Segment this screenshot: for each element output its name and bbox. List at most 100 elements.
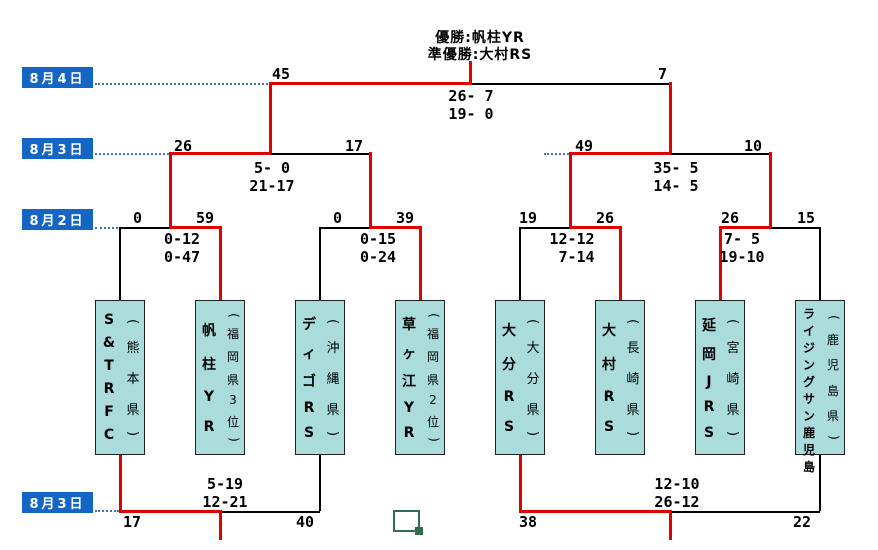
winner-path-line	[719, 226, 722, 300]
team-prefecture-char: 福	[226, 327, 239, 342]
team-name-char: S	[103, 312, 115, 328]
team-prefecture-char: 県	[426, 372, 439, 387]
team-name-char: ラ	[802, 307, 815, 321]
half-time-score: 7- 5	[723, 230, 761, 248]
team-name-char: サ	[802, 392, 815, 406]
winner-path-line	[569, 152, 671, 155]
selection-handle-icon[interactable]	[415, 527, 423, 535]
team-name-char: 分	[502, 357, 516, 374]
total-score: 26	[174, 137, 193, 155]
team-path-line	[519, 227, 521, 300]
total-score: 40	[296, 513, 315, 531]
selection-rectangle-artifact[interactable]	[393, 510, 420, 532]
team-name-char: ン	[802, 358, 815, 372]
team-name-char: 鹿	[802, 426, 815, 440]
vertical-paren: (	[826, 315, 841, 321]
team-prefecture-vertical: (長崎県)	[622, 301, 644, 454]
winner-path-line	[519, 455, 522, 513]
vertical-paren: (	[125, 318, 141, 324]
team-prefecture-char: 崎	[726, 371, 740, 387]
team-name-char: S	[503, 419, 515, 436]
vertical-paren: (	[226, 312, 241, 318]
winner-path-line	[719, 226, 771, 229]
date-guide-dotted-line	[95, 83, 268, 85]
vertical-paren: )	[525, 431, 541, 437]
total-score: 22	[793, 513, 812, 531]
half-time-score: 0-15	[359, 230, 397, 248]
total-score: 45	[272, 65, 291, 83]
team-name-char: &	[102, 335, 116, 351]
half-time-score: 21-17	[249, 177, 295, 195]
total-score: 0	[333, 209, 343, 227]
team-prefecture-vertical: (沖縄県)	[322, 301, 344, 454]
total-score: 38	[519, 513, 538, 531]
team-prefecture-char: 児	[826, 358, 839, 373]
total-score: 49	[575, 137, 594, 155]
half-time-score: 19- 0	[448, 105, 494, 123]
team-name-char: R	[703, 399, 715, 415]
team-prefecture-char: 県	[826, 409, 839, 424]
team-name-char: R	[203, 419, 215, 436]
team-path-line	[119, 227, 121, 300]
team-prefecture-vertical: (宮崎県)	[722, 301, 744, 454]
winner-path-line	[669, 82, 672, 154]
half-time-score: 14- 5	[653, 177, 699, 195]
team-name-char: J	[706, 373, 712, 390]
half-time-score: 7-14	[549, 248, 595, 266]
half-time-score: 19-10	[719, 248, 765, 266]
winner-path-line	[369, 152, 372, 228]
team-prefecture-char: 位	[226, 414, 239, 429]
team-name-char: 村	[602, 357, 616, 374]
half-time-score: 26-12	[654, 493, 700, 511]
half-time-score: 5- 0	[253, 159, 291, 177]
vertical-paren: )	[226, 437, 241, 443]
champion-title: 優勝:帆柱YR	[435, 30, 525, 46]
team-name-char: ゴ	[302, 374, 316, 391]
team-prefecture-char: 大	[526, 341, 540, 357]
runner-up-title: 準優勝:大村RS	[427, 47, 533, 63]
winner-path-line	[219, 510, 222, 540]
team-name-char: ジ	[802, 341, 815, 355]
half-time-score: 26- 7	[448, 87, 494, 105]
team-prefecture-char: 2	[429, 393, 437, 408]
winner-path-line	[619, 226, 622, 300]
total-score: 26	[596, 209, 615, 227]
winner-path-line	[569, 226, 621, 229]
vertical-paren: (	[625, 318, 641, 324]
half-time-score: 12-12	[549, 230, 595, 248]
team-prefecture-char: 県	[526, 402, 540, 418]
date-label-aug4: 8月4日	[22, 67, 93, 88]
date-label-aug3-bottom: 8月3日	[22, 492, 93, 513]
team-name-char: T	[104, 358, 114, 374]
team-name-char: 柱	[202, 357, 216, 374]
vertical-paren: (	[426, 312, 441, 318]
half-time-score: 0-47	[163, 248, 201, 266]
total-score: 10	[744, 137, 763, 155]
team-prefecture-char: 岡	[426, 349, 439, 364]
team-prefecture-char: 県	[326, 402, 340, 418]
total-score: 59	[196, 209, 215, 227]
team-name-char: R	[303, 400, 315, 417]
team-name-char: デ	[302, 316, 316, 333]
date-guide-dotted-line	[544, 153, 569, 155]
team-name-char: 延	[702, 317, 716, 334]
team-prefecture-char: 長	[626, 341, 640, 357]
vertical-paren: )	[125, 431, 141, 437]
vertical-paren: )	[625, 431, 641, 437]
team-name-char: グ	[802, 375, 815, 389]
date-guide-dotted-line	[95, 227, 118, 229]
winner-path-line	[169, 226, 221, 229]
team-path-line	[319, 455, 321, 511]
team-name-char: 草	[402, 316, 416, 333]
vertical-paren: )	[826, 434, 841, 440]
team-prefecture-vertical: (大分県)	[522, 301, 544, 454]
team-path-line	[319, 227, 321, 300]
